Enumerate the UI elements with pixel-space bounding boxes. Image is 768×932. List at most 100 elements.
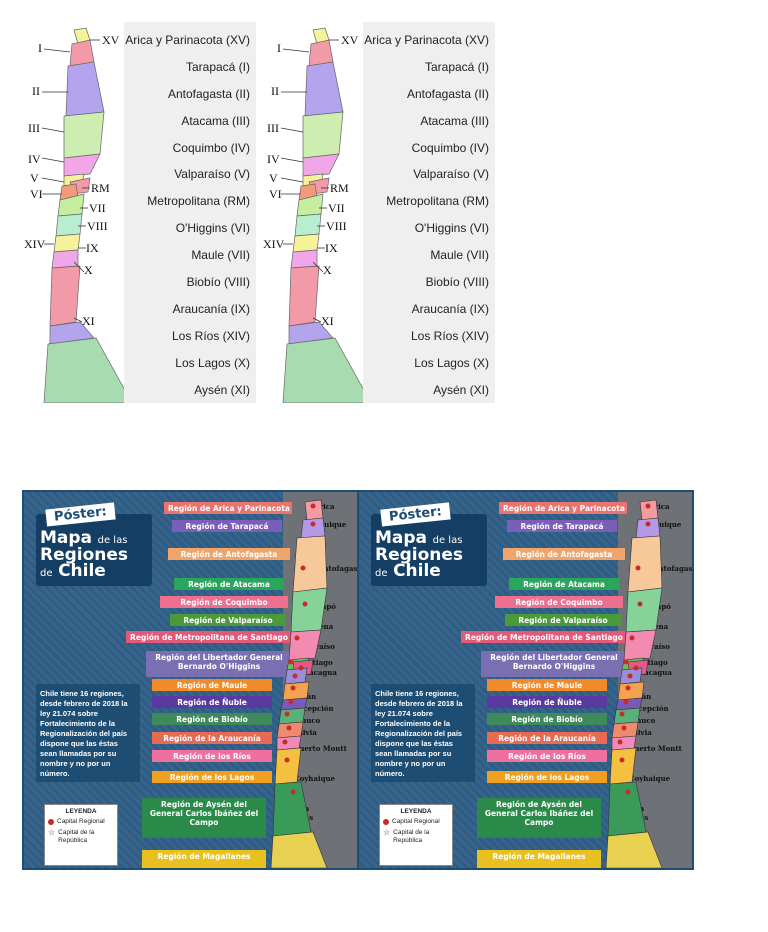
region-label: Región de Antofagasta <box>168 548 290 560</box>
poster-legend: LEYENDA Capital Regional ☆Capital de la … <box>44 804 118 866</box>
roman-label: I <box>38 41 42 55</box>
region-name: Los Lagos (X) <box>414 356 489 370</box>
region-label: Región de Tarapacá <box>172 520 282 532</box>
roman-label: V <box>269 171 278 185</box>
chile-regions-poster-1: Póster: Mapa de las Regiones de Chile Ch… <box>22 490 359 870</box>
roman-label: II <box>271 84 279 98</box>
region-name: Los Ríos (XIV) <box>171 329 250 343</box>
capital-dot-icon <box>48 819 54 825</box>
region-label: Región de Aysén del General Carlos Ibáñe… <box>477 798 601 838</box>
roman-label: RM <box>91 181 110 195</box>
city-label: Rancagua <box>633 668 672 677</box>
region-label: Región de Arica y Parinacota <box>164 502 292 514</box>
region-label: Región de Biobío <box>487 713 607 725</box>
roman-label: X <box>323 263 332 277</box>
region-label: Región de Coquimbo <box>495 596 623 608</box>
roman-label: X <box>84 263 93 277</box>
region-name: Tarapacá (I) <box>185 60 250 74</box>
poster-title-box <box>371 514 487 586</box>
region-label: Región de Ñuble <box>487 696 607 708</box>
region-name: Metropolitana (RM) <box>147 194 250 208</box>
region-name: Aysén (XI) <box>433 383 489 397</box>
roman-label: II <box>32 84 40 98</box>
region-label: Región de Maule <box>152 679 272 691</box>
region-label: Región de Metropolitana de Santiago <box>461 631 627 643</box>
region-name: Coquimbo (IV) <box>411 141 489 155</box>
roman-label: VII <box>89 201 106 215</box>
roman-label: XI <box>321 314 334 328</box>
city-label: Iquique <box>651 520 682 529</box>
region-label: Región de Magallanes <box>477 850 601 868</box>
region-name: Araucanía (IX) <box>172 302 250 316</box>
roman-label: XV <box>102 33 120 47</box>
region-name: Tarapacá (I) <box>424 60 489 74</box>
city-label: Concepción <box>288 704 334 713</box>
city-label: Temuco <box>290 716 321 725</box>
roman-label: XV <box>341 33 359 47</box>
city-label: Concepción <box>623 704 669 713</box>
region-label: Región de Atacama <box>509 578 619 590</box>
roman-label: IV <box>28 152 41 166</box>
roman-label: XIV <box>24 237 46 251</box>
roman-label: VII <box>328 201 345 215</box>
roman-label: III <box>28 121 40 135</box>
city-label: Santiago <box>633 658 668 667</box>
roman-label: IV <box>267 152 280 166</box>
legend-label: Capital de la República <box>58 829 95 844</box>
capital-dot-icon <box>383 819 389 825</box>
region-name: Antofagasta (II) <box>167 87 250 101</box>
poster-title-word: Mapa <box>40 528 93 548</box>
legend-title: LEYENDA <box>65 808 97 815</box>
roman-label: VIII <box>87 219 108 233</box>
roman-label: RM <box>330 181 349 195</box>
region-name: Metropolitana (RM) <box>386 194 489 208</box>
city-label: Santiago <box>298 658 333 667</box>
region-label: Región de Coquimbo <box>160 596 288 608</box>
legend-item: Capital Regional <box>48 818 114 826</box>
region-label: Región del Libertador General Bernardo O… <box>481 651 627 677</box>
region-label: Región de Biobío <box>152 713 272 725</box>
city-label: Coyhaique <box>294 774 336 783</box>
chile-map-1: XV I II III IV V VI RM VII VIII XIV IX X… <box>24 22 134 403</box>
region-label: Región de Valparaíso <box>505 614 621 626</box>
region-label: Región de Atacama <box>174 578 284 590</box>
poster-title-word: Mapa <box>375 528 428 548</box>
poster-title-word: Chile <box>393 561 441 581</box>
region-name: Antofagasta (II) <box>406 87 489 101</box>
region-label: Región de Aysén del General Carlos Ibáñe… <box>142 798 266 838</box>
region-label: Región de Maule <box>487 679 607 691</box>
city-label: Puerto Montt <box>294 744 347 753</box>
city-label: Arica <box>314 502 335 511</box>
city-label: Antofagasta <box>653 564 693 573</box>
legend-label: Capital de la República <box>393 829 430 844</box>
region-name: Araucanía (IX) <box>411 302 489 316</box>
region-name: Los Ríos (XIV) <box>410 329 489 343</box>
legend-label: Capital Regional <box>392 818 440 825</box>
region-label: Región de los Ríos <box>487 750 607 762</box>
poster-title-word: de las <box>432 535 463 546</box>
roman-label: VI <box>30 187 43 201</box>
region-label: Región de Arica y Parinacota <box>499 502 627 514</box>
region-name: Arica y Parinacota (XV) <box>364 33 489 47</box>
poster-title-word: de las <box>97 535 128 546</box>
region-label: Región del Libertador General Bernardo O… <box>146 651 292 677</box>
region-name: Los Lagos (X) <box>175 356 250 370</box>
chile-regions-poster-2: Póster: Mapa de las Regiones de Chile Ch… <box>357 490 694 870</box>
region-name: Biobío (VIII) <box>425 275 489 289</box>
roman-label: V <box>30 171 39 185</box>
poster-title-word: Regiones <box>40 545 129 565</box>
poster-legend: LEYENDA Capital Regional ☆Capital de la … <box>379 804 453 866</box>
region-label: Región de la Araucanía <box>152 732 272 744</box>
poster-info-text: Chile tiene 16 regiones, desde febrero d… <box>36 684 140 782</box>
legend-item: ☆Capital de la República <box>383 829 449 845</box>
poster-title: Mapa de las Regiones de Chile <box>375 530 463 581</box>
chile-map-2: XV I II III IV V VI RM VII VIII XIV IX X… <box>263 22 373 403</box>
city-label: Arica <box>649 502 670 511</box>
roman-label: III <box>267 121 279 135</box>
region-label: Región de Metropolitana de Santiago <box>126 631 292 643</box>
region-label: Región de Valparaíso <box>170 614 286 626</box>
legend-title: LEYENDA <box>400 808 432 815</box>
poster-title-word: Chile <box>58 561 106 581</box>
region-name: Valparaíso (V) <box>413 167 489 181</box>
region-label: Región de la Araucanía <box>487 732 607 744</box>
